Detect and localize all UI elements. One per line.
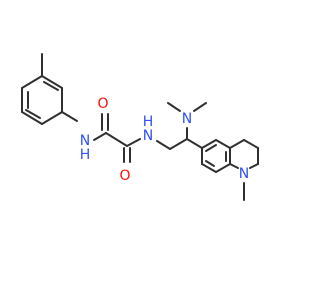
aryl-amide-bond bbox=[61, 111, 78, 122]
tolyl-ring bbox=[21, 75, 63, 125]
ring-n-label: N bbox=[239, 166, 249, 182]
ring-bond bbox=[201, 139, 217, 149]
ring-double-bond bbox=[25, 109, 41, 119]
nh-ch2-bond bbox=[156, 140, 171, 150]
amide-n-left-label: N bbox=[80, 133, 90, 149]
ch2-ch-bond bbox=[169, 138, 188, 150]
carbonyl-o-right-label: O bbox=[119, 168, 130, 184]
amide-h-left-label: H bbox=[80, 147, 91, 163]
amide-h-right-label: H bbox=[143, 114, 154, 130]
n-methyl-bond-left bbox=[167, 102, 181, 112]
ring-bond bbox=[41, 75, 63, 89]
ring-bond bbox=[41, 111, 63, 125]
ring-bond bbox=[201, 163, 217, 173]
ring-bond bbox=[215, 163, 231, 173]
molecule-diagram-canvas: N H O O N H N bbox=[21, 53, 259, 201]
ring-bond bbox=[243, 139, 259, 149]
tetrahydroquinoline-saturated-ring bbox=[229, 139, 259, 169]
ring-bond bbox=[229, 139, 245, 149]
ring-bond bbox=[21, 111, 43, 125]
tetrahydroquinoline-benzo-ring bbox=[201, 139, 231, 173]
carbonyl-o-left-label: O bbox=[97, 96, 108, 112]
dimethylamino-n-label: N bbox=[182, 111, 192, 127]
ring-bond bbox=[21, 75, 43, 89]
amide-n-right-label: N bbox=[143, 128, 153, 144]
ring-double-bond bbox=[205, 160, 215, 167]
amide-bond-left bbox=[93, 132, 107, 141]
ring-bond bbox=[215, 139, 231, 149]
ring-double-bond bbox=[43, 81, 59, 91]
ch-aryl-bond bbox=[186, 138, 203, 149]
oxalyl-cc-bond bbox=[105, 132, 128, 147]
ring-bond bbox=[229, 163, 239, 169]
amide-bond-right bbox=[126, 138, 141, 147]
ring-double-bond bbox=[205, 144, 217, 152]
n-methyl-bond-right bbox=[193, 102, 207, 112]
ring-bond bbox=[249, 163, 259, 169]
molecule-structure: N H O O N H N bbox=[21, 53, 259, 201]
